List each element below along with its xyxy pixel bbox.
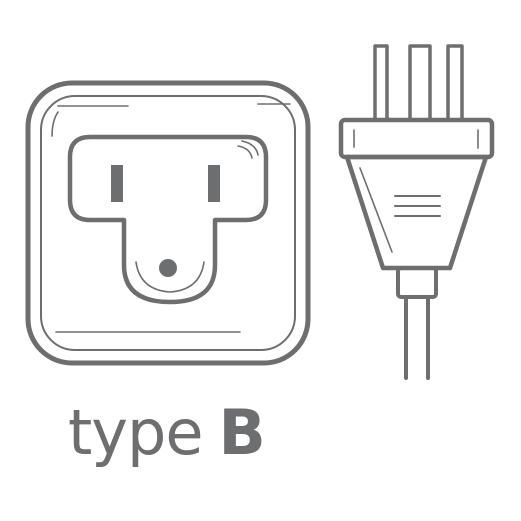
outlet-slot-left bbox=[111, 165, 123, 202]
outlet-slots bbox=[111, 165, 220, 277]
outlet-slot-right bbox=[208, 165, 220, 202]
plug-type-letter: B bbox=[218, 396, 266, 469]
type-b-outlet-icon bbox=[25, 80, 311, 366]
plug-type-word: type bbox=[68, 396, 204, 469]
outlet-ground-hole bbox=[159, 259, 177, 277]
type-b-plug-icon bbox=[338, 44, 495, 380]
